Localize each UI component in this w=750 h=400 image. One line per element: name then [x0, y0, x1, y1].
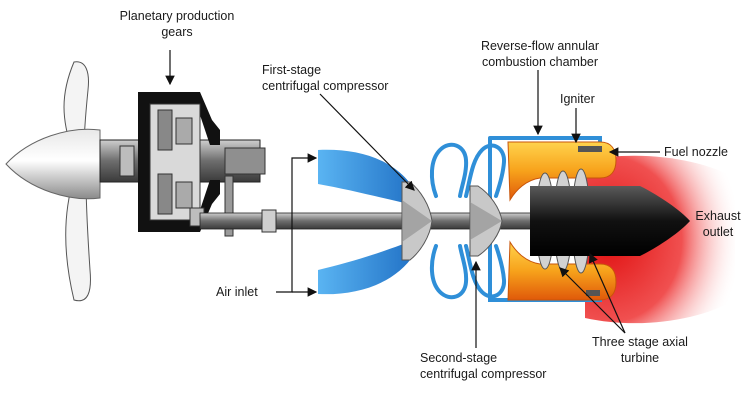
label-axial-turbine: Three stage axial turbine	[580, 334, 700, 366]
label-air-inlet: Air inlet	[216, 285, 258, 299]
label-first-stage-line1: First-stage	[262, 63, 322, 77]
label-first-stage-line2: centrifugal compressor	[262, 79, 389, 93]
label-igniter: Igniter	[560, 92, 595, 106]
first-stage-compressor	[401, 181, 433, 261]
label-second-stage-line1: Second-stage	[420, 351, 498, 365]
label-combustion-line2: combustion chamber	[481, 55, 599, 69]
propeller-spinner	[5, 128, 101, 200]
second-stage-compressor	[469, 185, 503, 257]
propeller	[63, 61, 91, 302]
exhaust-cone	[530, 186, 690, 256]
label-combustion-line1: Reverse-flow annular	[480, 39, 600, 53]
label-exhaust-line1: Exhaust	[695, 209, 741, 223]
label-exhaust-line2: outlet	[702, 225, 734, 239]
label-first-stage-compressor: First-stage centrifugal compressor	[262, 62, 388, 94]
label-planetary-gears: Planetary production gears	[106, 8, 248, 40]
air-inlet-ducts	[318, 149, 418, 295]
gearbox	[99, 92, 266, 237]
label-axial-turbine-line2: turbine	[620, 351, 660, 365]
label-fuel-nozzle: Fuel nozzle	[664, 145, 728, 159]
igniter-icon	[578, 146, 602, 152]
label-planetary-gears-line2: gears	[161, 25, 193, 39]
leader-lines	[165, 50, 660, 348]
label-axial-turbine-line1: Three stage axial	[592, 335, 688, 349]
label-second-stage-compressor: Second-stage centrifugal compressor	[420, 350, 546, 382]
label-exhaust-outlet: Exhaust outlet	[692, 208, 744, 240]
label-second-stage-line2: centrifugal compressor	[420, 367, 547, 381]
label-combustion-chamber: Reverse-flow annular combustion chamber	[466, 38, 614, 70]
label-planetary-gears-line1: Planetary production	[119, 9, 235, 23]
